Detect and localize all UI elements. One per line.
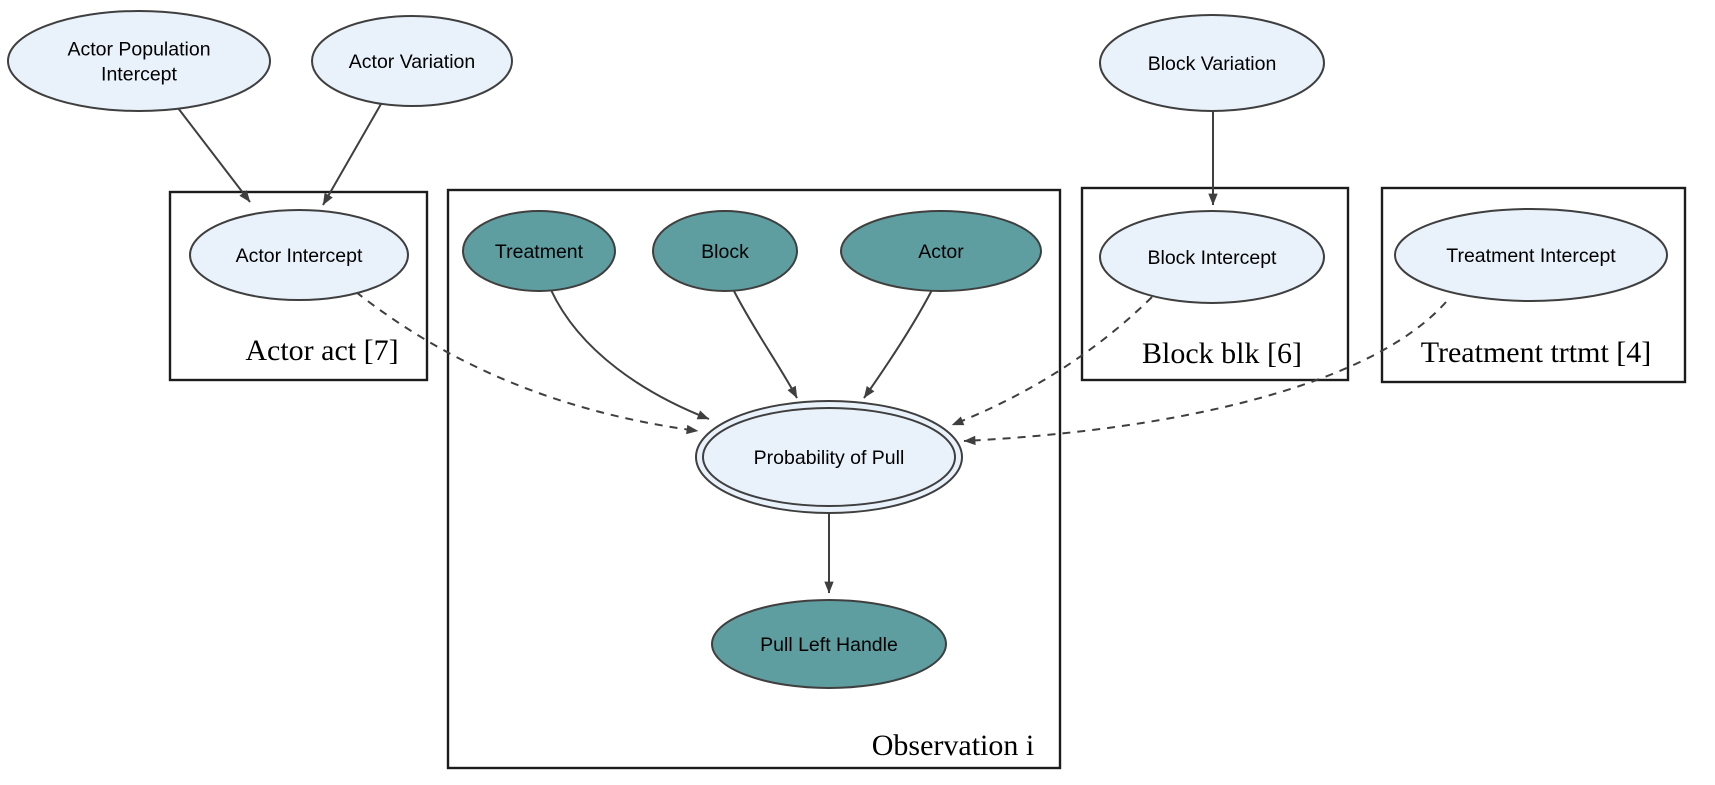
node-shape-treatment [462, 210, 616, 292]
node-label-pull-left-handle: Pull Left Handle [760, 634, 898, 656]
plate-label-block-blk: Block blk [6] [1142, 337, 1302, 370]
node-label-block-intercept: Block Intercept [1148, 247, 1278, 269]
plate-treatment-trtmt [1380, 186, 1687, 384]
node-label-probability-of-pull: Probability of Pull [754, 447, 905, 469]
node-block-variation: Block Variation [1099, 14, 1325, 112]
node-label-actor: Actor [918, 241, 964, 263]
edge-actor-variation-to-actor-intercept [322, 103, 382, 206]
plate-observation [446, 188, 1062, 770]
node-label-block-variation: Block Variation [1148, 53, 1277, 75]
edge-block-to-probability-of-pull [733, 290, 798, 399]
node-shape-actor-variation [311, 15, 513, 107]
node-treatment-intercept: Treatment Intercept [1394, 208, 1668, 302]
node-label-treatment-intercept: Treatment Intercept [1446, 245, 1616, 267]
plate-actor-act [168, 190, 429, 382]
node-label-block: Block [701, 241, 749, 263]
node-actor-variation: Actor Variation [311, 15, 513, 107]
edge-treatment-to-probability-of-pull [550, 289, 710, 420]
node-actor: Actor [840, 210, 1042, 292]
node-shape-probability-of-pull [695, 400, 963, 514]
node-actor-intercept: Actor Intercept [189, 209, 409, 301]
edge-actor-population-intercept-to-actor-intercept [177, 107, 251, 203]
edge-block-intercept-to-probability-of-pull [951, 296, 1153, 426]
plate-label-treatment-trtmt: Treatment trtmt [4] [1421, 336, 1652, 369]
node-shape-pull-left-handle [711, 599, 947, 689]
node-shape-block-intercept [1099, 210, 1325, 304]
node-label-actor-variation: Actor Variation [349, 51, 475, 73]
edge-actor-intercept-to-probability-of-pull [355, 291, 699, 435]
node-probability-of-pull: Probability of Pull [695, 400, 963, 514]
node-shape-actor [840, 210, 1042, 292]
node-shape-block [652, 210, 798, 292]
node-block: Block [652, 210, 798, 292]
plate-block-blk [1080, 186, 1350, 382]
node-shape-treatment-intercept [1394, 208, 1668, 302]
node-label-actor-intercept: Actor Intercept [236, 245, 363, 267]
plate-label-observation: Observation i [872, 729, 1034, 762]
node-label-treatment: Treatment [495, 241, 584, 263]
node-inner-ring-probability-of-pull [702, 407, 956, 507]
edge-treatment-intercept-to-probability-of-pull [963, 301, 1447, 446]
node-shape-block-variation [1099, 14, 1325, 112]
plate-label-actor-act: Actor act [7] [245, 334, 398, 367]
node-treatment: Treatment [462, 210, 616, 292]
edge-actor-to-probability-of-pull [863, 289, 933, 399]
node-shape-actor-intercept [189, 209, 409, 301]
node-pull-left-handle: Pull Left Handle [711, 599, 947, 689]
node-shape-actor-population-intercept [7, 10, 271, 112]
node-block-intercept: Block Intercept [1099, 210, 1325, 304]
